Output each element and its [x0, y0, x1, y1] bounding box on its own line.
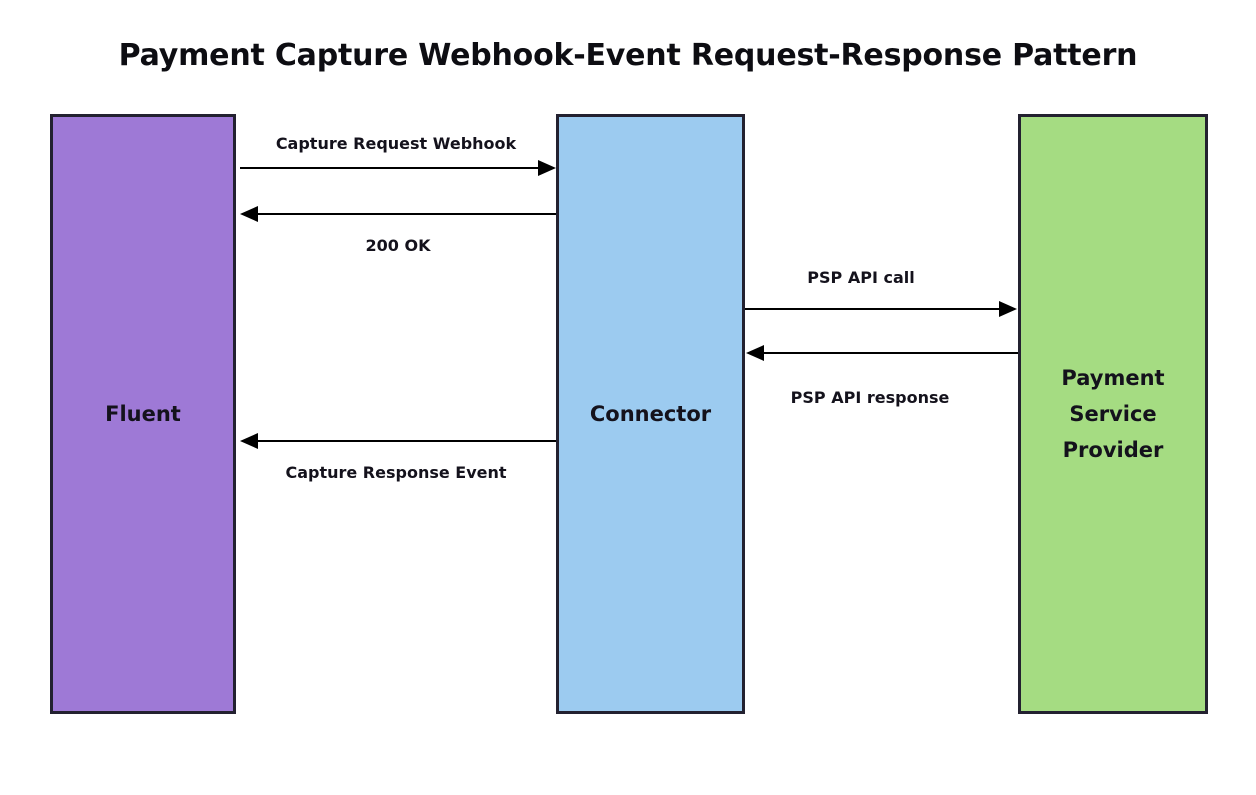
message-label-capture-response-event: Capture Response Event — [285, 463, 507, 482]
message-arrowhead-200-ok — [240, 206, 258, 222]
message-line-capture-request-webhook — [240, 167, 540, 169]
message-label-psp-api-response: PSP API response — [790, 388, 950, 407]
page-title: Payment Capture Webhook-Event Request-Re… — [118, 38, 1138, 73]
lifeline-connector[interactable]: Connector — [556, 114, 745, 714]
message-line-psp-api-response — [762, 352, 1018, 354]
message-arrowhead-psp-api-call — [999, 301, 1017, 317]
lifeline-fluent[interactable]: Fluent — [50, 114, 236, 714]
message-arrowhead-capture-response-event — [240, 433, 258, 449]
message-line-psp-api-call — [745, 308, 1000, 310]
lifeline-label-connector: Connector — [589, 401, 712, 426]
lifeline-label-fluent: Fluent — [105, 401, 181, 426]
message-line-capture-response-event — [256, 440, 556, 442]
message-arrowhead-psp-api-response — [746, 345, 764, 361]
message-label-psp-api-call: PSP API call — [807, 268, 915, 287]
message-label-capture-request-webhook: Capture Request Webhook — [275, 134, 517, 153]
message-arrowhead-capture-request-webhook — [538, 160, 556, 176]
message-line-200-ok — [256, 213, 556, 215]
lifeline-label-payment-service-provider: Payment Service Provider — [1061, 365, 1165, 463]
message-label-200-ok: 200 OK — [365, 236, 431, 255]
lifeline-payment-service-provider[interactable]: Payment Service Provider — [1018, 114, 1208, 714]
